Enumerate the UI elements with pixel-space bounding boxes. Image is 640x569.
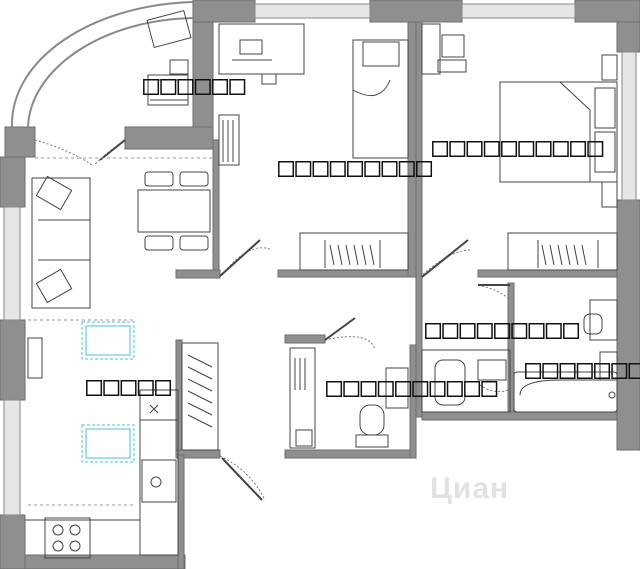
label-balcony: □□□□□□ [143, 70, 247, 101]
label-wc: □□□□□□□ [525, 354, 640, 385]
balcony-outline [10, 1, 194, 128]
door-swings [34, 139, 511, 501]
watermark-logo: Циан [430, 472, 510, 505]
label-bedroom-1: □□□□□□□□□ [278, 152, 434, 183]
label-kitchen-living: □□□□□ [86, 371, 173, 402]
label-bathroom: □□□□□□□□□ [425, 314, 581, 345]
bathroom-fixtures [421, 299, 618, 413]
balcony-furniture [146, 9, 192, 106]
bedroom1-furniture [218, 23, 409, 271]
kitchen-living-furniture [25, 171, 211, 559]
bedroom2-furniture [421, 23, 618, 271]
windows [3, 3, 637, 516]
label-hallway: □□□□□□□□□□ [326, 372, 499, 403]
hallway-fixtures [181, 342, 409, 451]
door-leaves [99, 139, 510, 501]
label-bedroom-2: □□□□□□□□□□ [432, 132, 605, 163]
